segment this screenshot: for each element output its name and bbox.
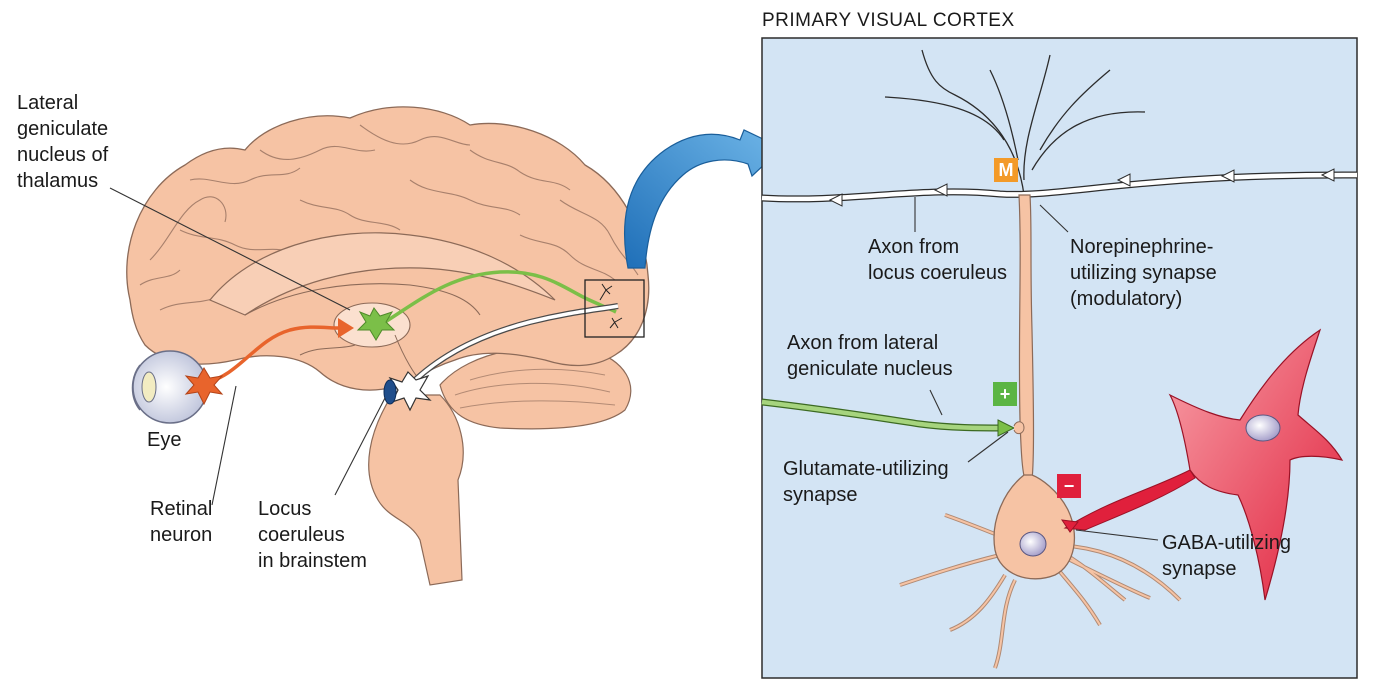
lc-neuron-body xyxy=(388,371,432,412)
pyramidal-neuron xyxy=(899,474,1182,669)
lgn-axon-cortex xyxy=(761,398,1025,437)
pyramidal-nucleus xyxy=(1019,531,1047,557)
ne-synapse-label: Norepinephrine-utilizing synapse(modulat… xyxy=(1070,236,1217,310)
locus-coeruleus-marker xyxy=(383,379,397,405)
lc-pathway xyxy=(383,303,619,412)
cortex-zoom-box xyxy=(584,279,645,338)
cortex-terminals xyxy=(599,283,623,329)
leader-lines-right xyxy=(914,197,1159,541)
gaba-neuron-nucleus xyxy=(1245,414,1281,442)
eye-label: Eye xyxy=(147,429,182,451)
brain-illustration xyxy=(126,106,650,586)
lgn-neuron-body xyxy=(356,307,396,341)
pyramidal-apical-shaft xyxy=(1018,194,1035,481)
gaba-neuron xyxy=(1060,328,1344,601)
retinal-neuron-body xyxy=(184,367,224,406)
excitatory-badge: + xyxy=(993,382,1017,406)
modulatory-badge: M xyxy=(994,158,1018,182)
zoom-arrow xyxy=(624,129,784,269)
leader-lines-left xyxy=(109,187,386,506)
lgn-pathway xyxy=(356,270,617,341)
brainstem xyxy=(368,394,464,586)
inhibitory-badge: − xyxy=(1057,474,1081,498)
cortex-title: PRIMARY VISUAL CORTEX xyxy=(762,10,1015,31)
retinal-pathway xyxy=(184,318,354,406)
lc-axon-horizontal xyxy=(761,168,1358,207)
